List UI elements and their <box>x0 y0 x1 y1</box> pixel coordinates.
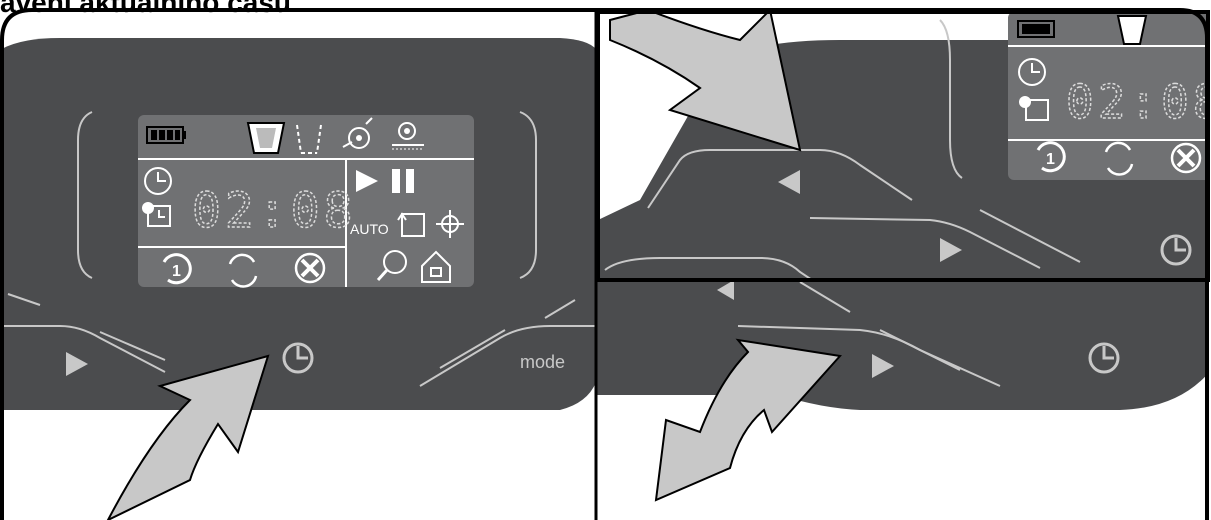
svg-text:1: 1 <box>172 263 181 280</box>
inset-bin-icon <box>1118 16 1146 44</box>
inset-time-display: 02:08 <box>1066 75 1211 129</box>
auto-label: AUTO <box>350 221 389 237</box>
bin-full-icon <box>248 123 284 153</box>
time-display: 02:08 <box>192 183 357 239</box>
svg-text:1: 1 <box>1046 151 1055 168</box>
mode-button[interactable]: mode <box>520 352 565 372</box>
